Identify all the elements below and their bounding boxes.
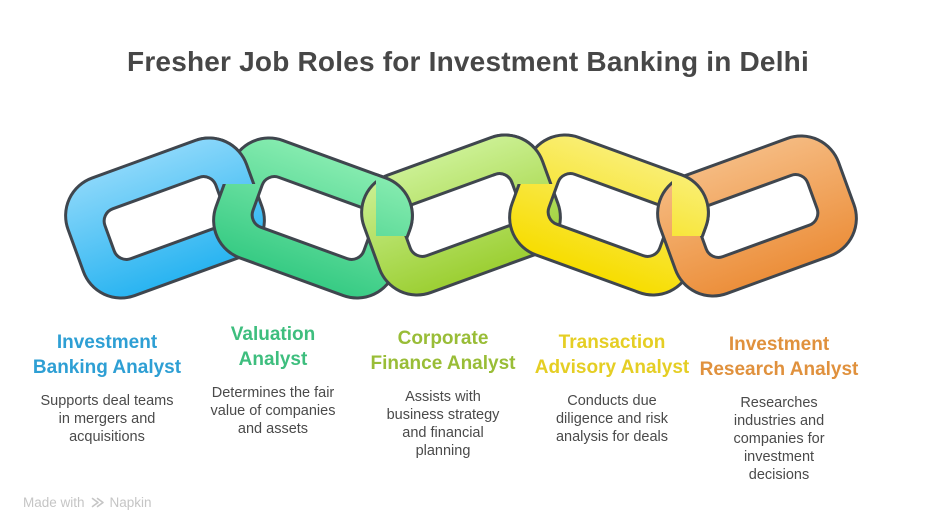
role-title: Corporate Finance Analyst: [370, 328, 516, 375]
napkin-logo-icon: [91, 497, 104, 508]
role-description: Determines the fair value of companies a…: [210, 384, 336, 437]
role-description: Supports deal teams in mergers and acqui…: [40, 392, 174, 445]
role-investment-banking-analyst: Investment Banking Analyst Supports deal…: [21, 330, 193, 446]
made-with-napkin-watermark: Made with Napkin: [23, 495, 152, 510]
role-corporate-finance-analyst: Corporate Finance Analyst Assists with b…: [357, 326, 529, 460]
role-title: Investment Research Analyst: [699, 334, 859, 381]
role-title: Valuation Analyst: [230, 324, 316, 371]
role-description: Researches industries and companies for …: [733, 394, 825, 484]
napkin-brand-label: Napkin: [109, 495, 152, 510]
page-title: Fresher Job Roles for Investment Banking…: [127, 46, 809, 77]
role-transaction-advisory-analyst: Transaction Advisory Analyst Conducts du…: [526, 330, 698, 446]
role-valuation-analyst: Valuation Analyst Determines the fair va…: [187, 322, 359, 438]
role-title: Investment Banking Analyst: [32, 332, 182, 379]
role-description: Conducts due diligence and risk analysis…: [555, 392, 669, 445]
role-description: Assists with business strategy and finan…: [386, 388, 500, 459]
made-with-label: Made with: [23, 495, 85, 510]
role-investment-research-analyst: Investment Research Analyst Researches i…: [693, 332, 865, 484]
role-title: Transaction Advisory Analyst: [534, 332, 690, 379]
